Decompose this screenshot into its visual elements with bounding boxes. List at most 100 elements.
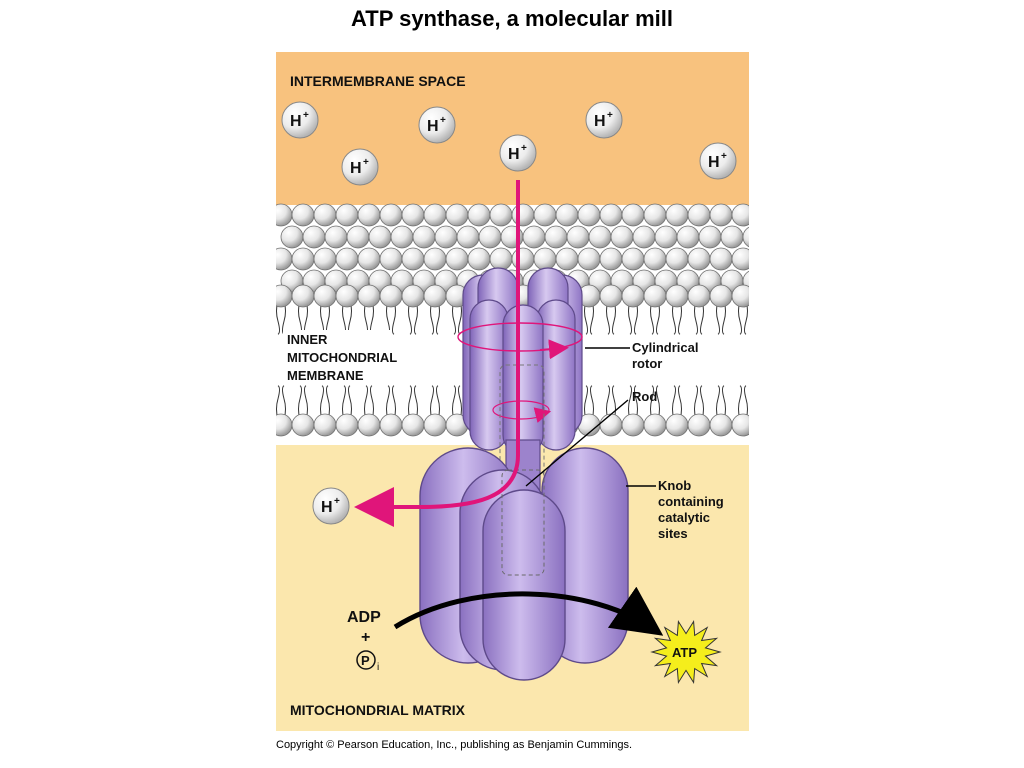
phospholipid-head [599,284,623,308]
cylindrical-rotor [457,267,583,456]
proton-charge: + [607,110,613,121]
lipid-tail [606,385,610,421]
phospholipid-head [643,247,667,271]
phospholipid-head [555,247,579,271]
phospholipid-head [665,247,689,271]
phospholipid-head [335,203,359,227]
proton-symbol: H [508,146,520,163]
phospholipid-head [423,247,447,271]
lipid-tail [458,385,462,421]
intermembrane-space-region [276,52,749,212]
lipid-tail [716,385,720,421]
lipid-tail [430,385,434,421]
proton-symbol: H [427,118,439,135]
lipid-tail [744,385,748,421]
phospholipid-head [687,413,711,437]
phospholipid-head [280,225,304,249]
phospholipid-head [654,225,678,249]
phospholipid-head [522,225,546,249]
knob-label-line-4: sites [658,526,688,541]
inner-membrane-label-line-2: MITOCHONDRIAL [287,350,397,365]
phospholipid-head [720,225,744,249]
knob-label-line-3: catalytic [658,510,710,525]
phospholipid-head [478,225,502,249]
phospholipid-head [687,247,711,271]
phospholipid-head [379,247,403,271]
phospholipid-head [423,413,447,437]
phospholipid-head [511,203,535,227]
phospholipid-head [698,225,722,249]
lipid-tail [282,385,286,421]
phospholipid-head [544,225,568,249]
proton-ion: H + [699,142,737,180]
phospholipid-head [621,203,645,227]
lipid-tail [392,385,396,421]
lipid-tail [584,385,588,421]
intermembrane-space-label: INTERMEMBRANE SPACE [290,73,466,89]
lipid-tail [304,385,308,421]
lipid-tail [298,385,302,421]
phospholipid-head [401,413,425,437]
lipid-tail [656,385,660,421]
phospholipid-head [357,203,381,227]
phospholipid-head [511,247,535,271]
phospholipid-head [467,247,491,271]
lipid-tail [694,385,698,421]
matrix-label: MITOCHONDRIAL MATRIX [290,702,466,718]
phospholipid-head [687,203,711,227]
lipid-tail [738,385,742,421]
phospholipid-head [434,225,458,249]
phospholipid-head [401,284,425,308]
phospholipid-head [676,225,700,249]
lipid-tail [436,385,440,421]
lipid-tail [276,385,280,421]
phospholipid-head [709,284,733,308]
phospholipid-head [302,225,326,249]
phospholipid-head [489,203,513,227]
phospholipid-head [335,247,359,271]
phospholipid-head [357,247,381,271]
phospholipid-head [357,413,381,437]
lipid-tail [364,385,368,421]
plus-sign: + [361,629,370,646]
phospholipid-head [742,226,749,248]
phospholipid-head [401,247,425,271]
phospholipid-head [467,203,491,227]
lipid-tail [650,385,654,421]
phospholipid-head [709,247,733,271]
lipid-tail [326,385,330,421]
phospholipid-head [313,247,337,271]
phospholipid-head [456,225,480,249]
adp-to-atp-arrow [393,586,664,636]
lipid-tail [414,385,418,421]
phospholipid-head [533,247,557,271]
proton-symbol: H [708,154,720,171]
proton-symbol: H [594,113,606,130]
lipid-tail [700,385,704,421]
phospholipid-head [566,225,590,249]
phospholipid-head [533,203,557,227]
proton-symbol: H [290,113,302,130]
lipid-tail [678,385,682,421]
proton-ion-released: H + [312,487,350,525]
phospholipid-head [412,225,436,249]
proton-ion: H + [585,101,623,139]
phospholipid-head [489,247,513,271]
copyright-notice: Copyright © Pearson Education, Inc., pub… [276,739,633,751]
phosphate-symbol: P [361,653,370,668]
phospholipid-head [445,247,469,271]
proton-charge: + [303,110,309,121]
atp-burst: ATP [650,619,722,685]
phospholipid-head [621,413,645,437]
phospholipid-head [599,247,623,271]
phospholipid-head [445,203,469,227]
inner-membrane-label-line-1: INNER [287,332,328,347]
phospholipid-head [577,247,601,271]
phospholipid-head [665,203,689,227]
phospholipid-head [621,284,645,308]
phospholipid-head [687,284,711,308]
proton-symbol: H [321,499,333,516]
phospholipid-head [423,203,447,227]
proton-charge: + [334,496,340,507]
